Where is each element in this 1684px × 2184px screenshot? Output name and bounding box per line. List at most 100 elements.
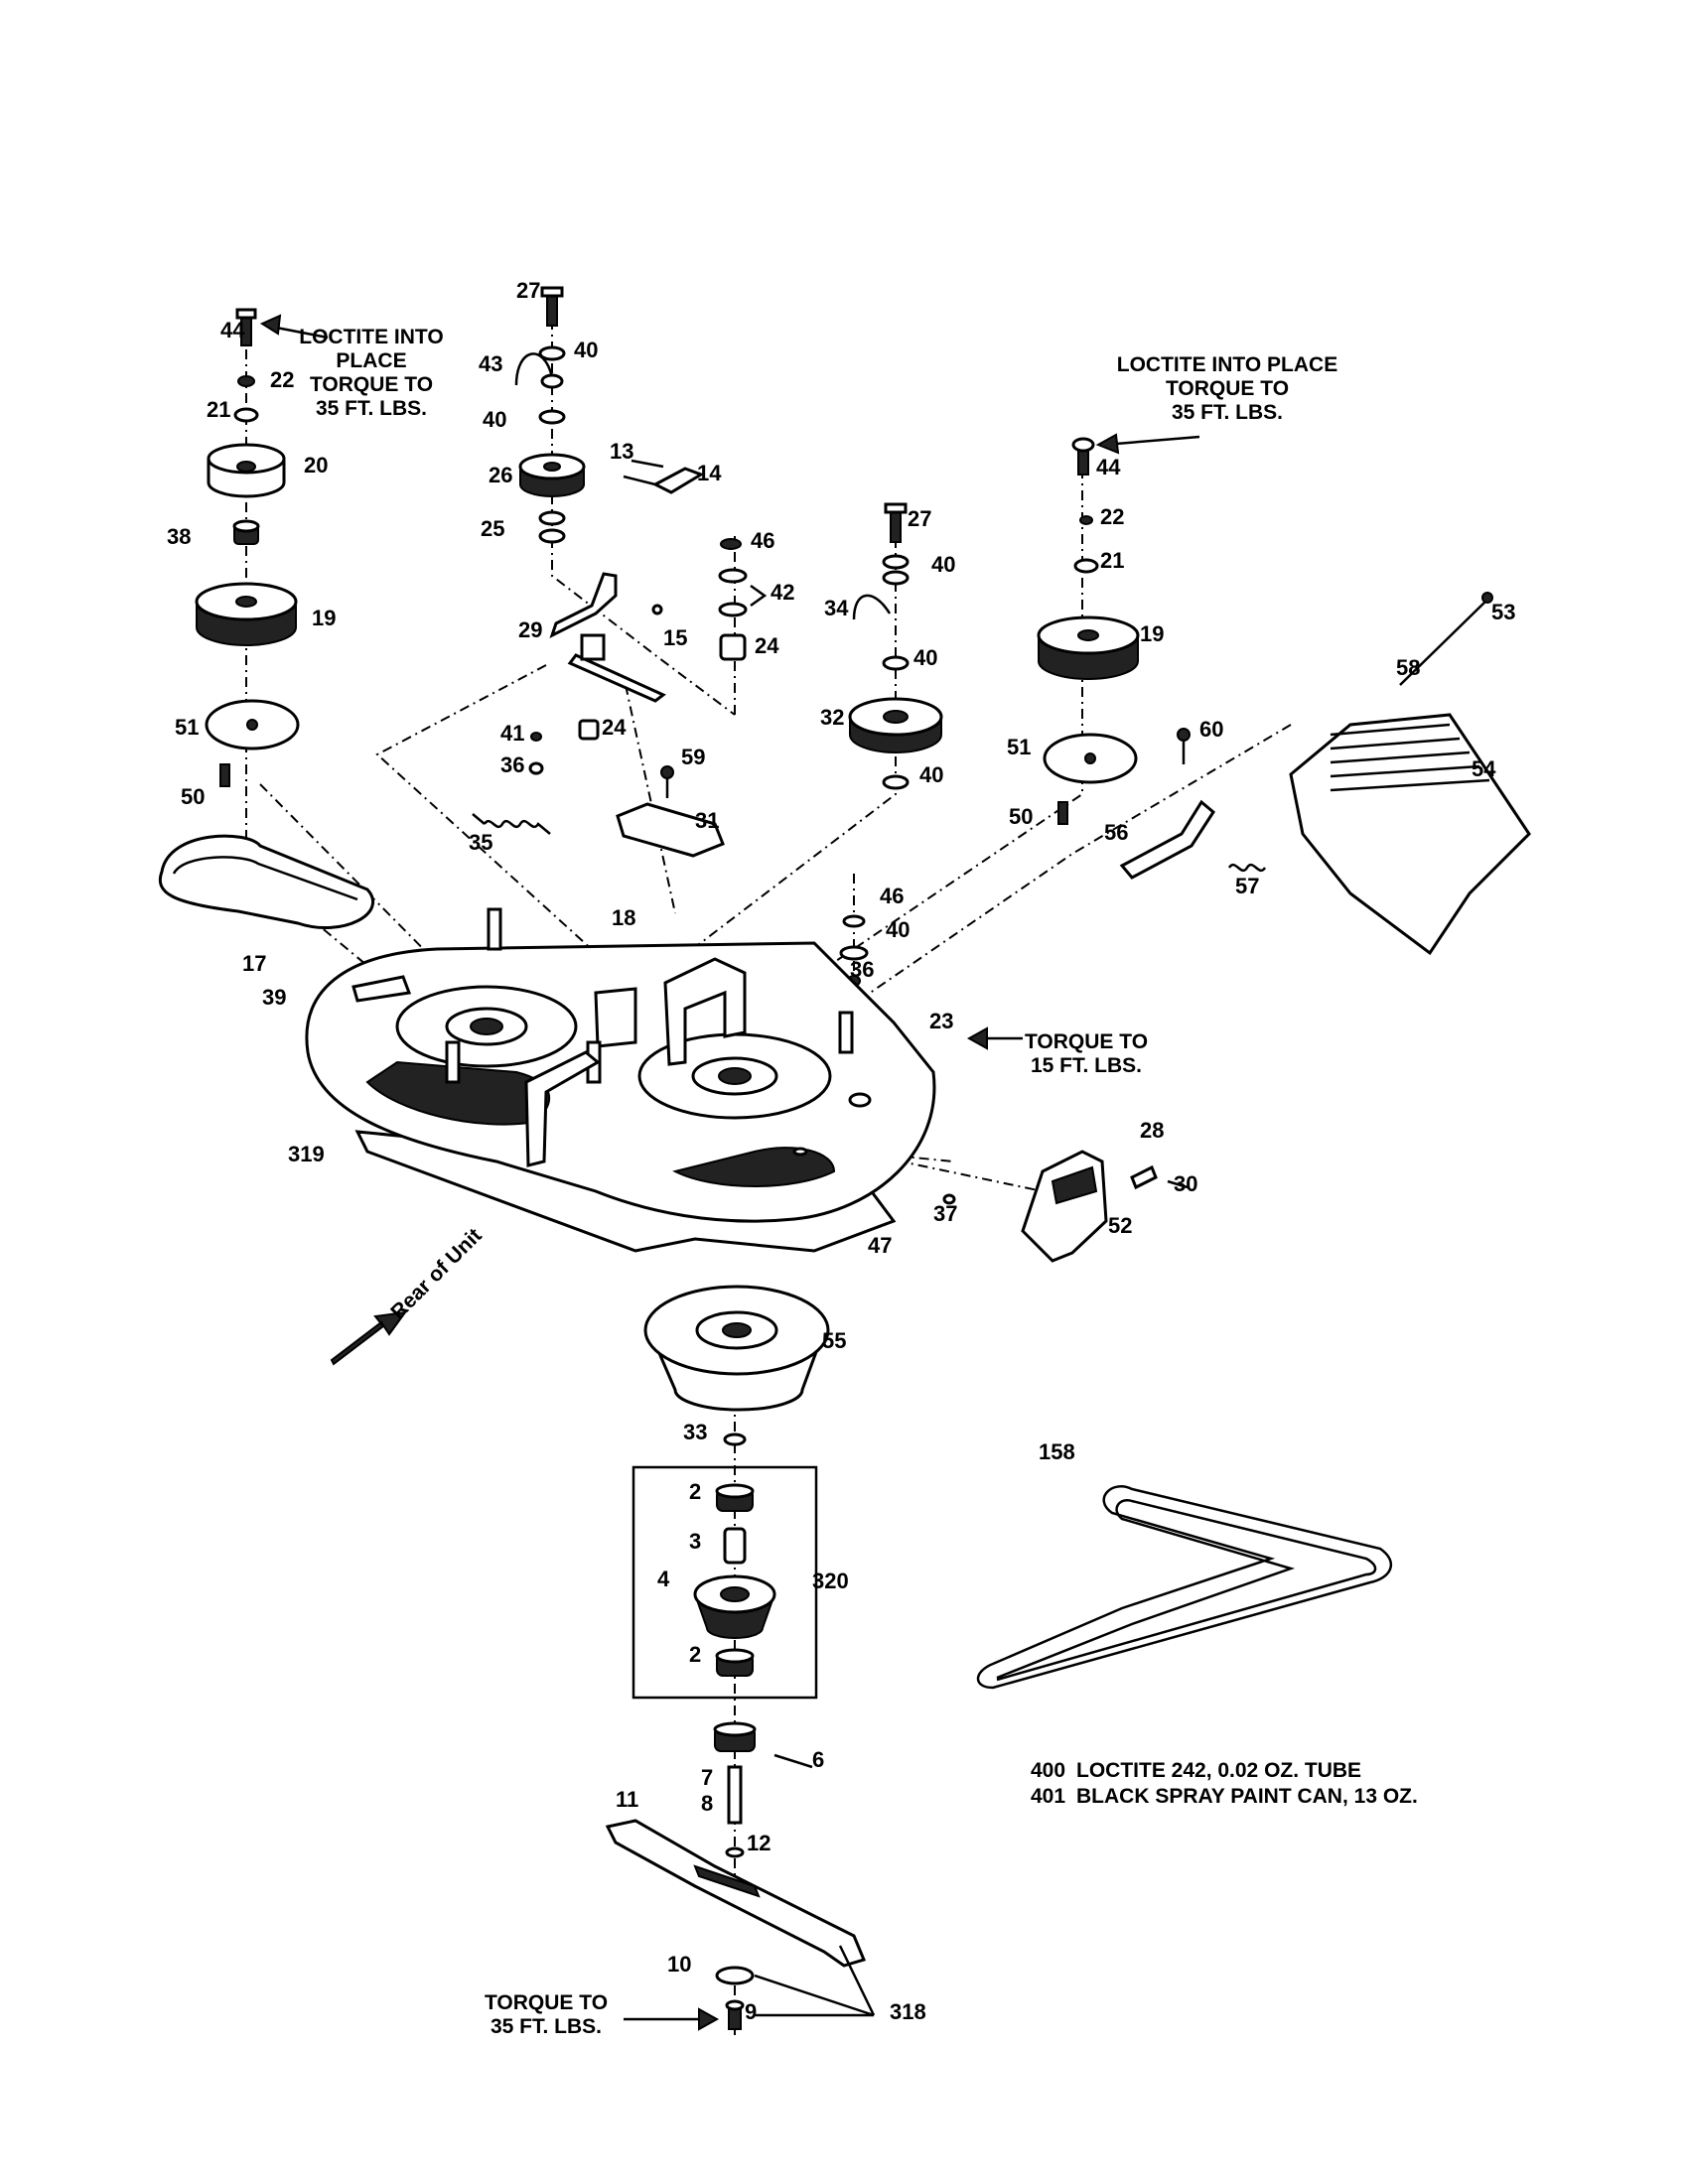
right-idler-stack	[616, 502, 943, 987]
parts-list-desc-401: BLACK SPRAY PAINT CAN, 13 OZ.	[1076, 1785, 1418, 1808]
svg-text:LOCTITE INTO: LOCTITE INTO	[299, 326, 443, 348]
part-label-60: 60	[1199, 717, 1223, 742]
part-label-30: 30	[1174, 1171, 1197, 1196]
part-label-43: 43	[479, 351, 502, 376]
part-label-40e: 40	[919, 762, 943, 787]
part-label-54: 54	[1472, 756, 1496, 781]
part-label-27b: 27	[908, 506, 931, 531]
note-torque-bottom: TORQUE TO 35 FT. LBS.	[485, 1991, 608, 2038]
part-label-50b: 50	[1009, 804, 1033, 829]
part-label-19a: 19	[312, 606, 336, 630]
washer-21-left	[233, 407, 259, 423]
part-label-40c: 40	[931, 552, 955, 577]
baffle-18	[594, 987, 637, 1048]
discharge-chute-54	[1289, 592, 1531, 956]
pin-53	[1481, 592, 1493, 604]
part-label-40f: 40	[886, 917, 910, 942]
part-label-38: 38	[167, 524, 191, 549]
part-label-40a: 40	[574, 338, 598, 362]
part-label-27a: 27	[516, 278, 540, 303]
part-label-15: 15	[663, 625, 687, 650]
part-label-21b: 21	[1100, 548, 1124, 573]
part-label-26: 26	[489, 463, 512, 487]
assembly-320-box	[632, 1465, 818, 1700]
part-label-46a: 46	[751, 528, 774, 553]
part-label-40d: 40	[913, 645, 937, 670]
part-label-18: 18	[612, 905, 635, 930]
part-label-22a: 22	[270, 367, 294, 392]
pulley-26	[518, 453, 586, 497]
part-label-22b: 22	[1100, 504, 1124, 529]
part-label-51b: 51	[1007, 735, 1031, 759]
clip-28	[1130, 1164, 1158, 1190]
pulley-32	[848, 697, 943, 753]
right-pulley-stack	[1037, 437, 1267, 880]
bolt-50-left	[219, 763, 230, 787]
baffle-52	[942, 1150, 1189, 1263]
part-label-39: 39	[262, 985, 286, 1010]
belt-158	[976, 1485, 1393, 1690]
part-label-17: 17	[242, 951, 266, 976]
part-label-37: 37	[933, 1201, 957, 1226]
washer-stack-42	[718, 538, 768, 661]
part-label-42: 42	[771, 580, 794, 605]
left-pulley-stack	[159, 308, 375, 929]
note-torque-15: TORQUE TO 15 FT. LBS.	[1025, 1030, 1148, 1077]
part-label-46b: 46	[880, 884, 904, 908]
svg-text:PLACE: PLACE	[336, 349, 406, 372]
svg-text:TORQUE TO: TORQUE TO	[1166, 377, 1289, 400]
nut-37	[942, 1193, 956, 1205]
part-label-59: 59	[681, 745, 705, 769]
spindle-housing-4	[693, 1574, 776, 1639]
part-label-14: 14	[697, 461, 722, 485]
part-label-320: 320	[812, 1569, 849, 1593]
part-label-23: 23	[929, 1009, 953, 1033]
svg-text:TORQUE TO: TORQUE TO	[1025, 1030, 1148, 1053]
washer-33	[723, 1433, 747, 1446]
bracket-56	[1119, 728, 1215, 880]
part-label-319: 319	[288, 1142, 325, 1166]
part-label-34: 34	[824, 596, 849, 620]
decal-39	[351, 975, 412, 1003]
part-label-3: 3	[689, 1529, 701, 1554]
rear-of-unit-arrow	[330, 1310, 408, 1366]
svg-text:15 FT. LBS.: 15 FT. LBS.	[1031, 1054, 1142, 1077]
washer-22-left	[237, 375, 255, 387]
pulley-19-right	[1037, 615, 1140, 680]
part-label-12: 12	[747, 1831, 771, 1855]
annotation-arrows	[259, 314, 1200, 2031]
part-label-40b: 40	[483, 407, 506, 432]
bolt-27-a	[546, 295, 558, 327]
slot-47	[792, 1147, 808, 1157]
belt-17	[159, 834, 375, 929]
bolt-50-right	[1057, 801, 1068, 825]
part-label-50a: 50	[181, 784, 205, 809]
svg-text:35 FT. LBS.: 35 FT. LBS.	[1172, 401, 1283, 424]
pulley-20	[207, 443, 286, 498]
rod-58	[1399, 601, 1486, 686]
part-label-158: 158	[1039, 1439, 1075, 1464]
svg-text:35 FT. LBS.: 35 FT. LBS.	[491, 2015, 602, 2038]
part-label-47: 47	[868, 1233, 892, 1258]
part-label-4: 4	[657, 1567, 670, 1591]
parts-list-num-400: 400	[1031, 1759, 1065, 1782]
part-label-52: 52	[1108, 1213, 1132, 1238]
part-label-36b: 36	[850, 957, 874, 982]
bushing-24-b	[578, 719, 600, 741]
bolt-27-b	[890, 511, 902, 543]
part-label-28: 28	[1140, 1118, 1164, 1143]
parts-list: 400 LOCTITE 242, 0.02 OZ. TUBE 401 BLACK…	[1031, 1759, 1418, 1808]
bolt-9	[725, 1999, 745, 2030]
part-label-9: 9	[745, 1999, 757, 2024]
bearing-38	[232, 519, 260, 545]
part-label-53: 53	[1491, 600, 1515, 624]
part-label-21a: 21	[207, 397, 230, 422]
part-label-25: 25	[481, 516, 504, 541]
svg-text:LOCTITE INTO PLACE: LOCTITE INTO PLACE	[1117, 353, 1337, 376]
part-label-6: 6	[812, 1747, 824, 1772]
spring-57	[1227, 863, 1267, 873]
spring-35	[472, 813, 551, 835]
parts-list-num-401: 401	[1031, 1785, 1065, 1808]
part-label-20: 20	[304, 453, 328, 478]
spacer-3	[723, 1527, 747, 1565]
